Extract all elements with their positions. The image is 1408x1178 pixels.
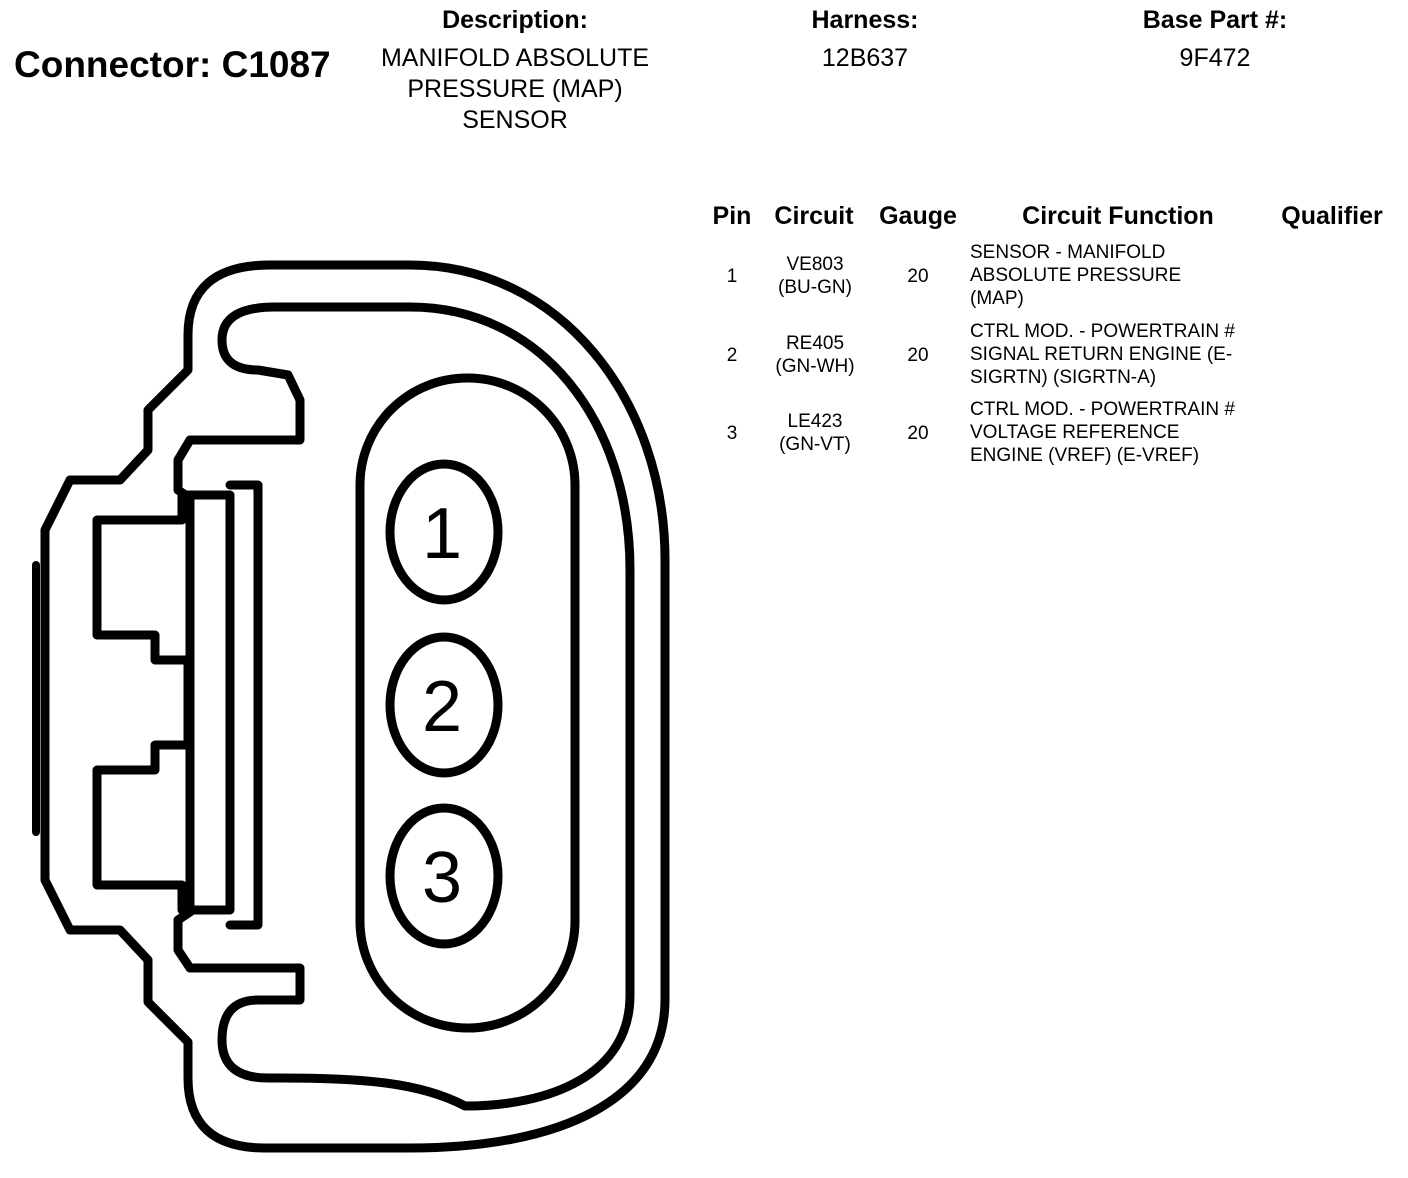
circuit-color: (BU-GN) bbox=[778, 277, 852, 298]
latch-bar bbox=[32, 561, 49, 836]
pin-cell: 2 bbox=[726, 345, 738, 366]
pin-2-label: 2 bbox=[422, 667, 462, 747]
column-header-function: Circuit Function bbox=[1022, 202, 1214, 230]
column-header-pin: Pin bbox=[712, 202, 752, 230]
description-line: PRESSURE (MAP) bbox=[407, 75, 623, 103]
base-part-value: 9F472 bbox=[1179, 44, 1251, 72]
function-line: VOLTAGE REFERENCE bbox=[970, 422, 1180, 443]
pin-3-label: 3 bbox=[422, 838, 462, 918]
function-cell: CTRL MOD. - POWERTRAIN # SIGNAL RETURN E… bbox=[970, 320, 1270, 389]
circuit-cell: LE423 (GN-VT) bbox=[755, 410, 875, 456]
pin-3-circle bbox=[385, 803, 503, 949]
pin-2-circle bbox=[385, 632, 503, 778]
harness-header: Harness: bbox=[811, 6, 919, 34]
base-part-header: Base Part #: bbox=[1142, 6, 1288, 34]
harness-value: 12B637 bbox=[821, 44, 909, 72]
column-header-qualifier: Qualifier bbox=[1281, 202, 1383, 230]
gauge-cell: 20 bbox=[907, 266, 929, 287]
function-line: ABSOLUTE PRESSURE bbox=[970, 265, 1182, 286]
gauge-cell: 20 bbox=[907, 345, 929, 366]
terminal-block bbox=[92, 490, 235, 915]
pin-1-circle bbox=[385, 459, 503, 605]
function-line: SENSOR - MANIFOLD bbox=[970, 242, 1166, 263]
pin-cell: 3 bbox=[726, 423, 738, 444]
circuit-cell: RE405 (GN-WH) bbox=[755, 332, 875, 378]
pin-cavity bbox=[355, 373, 580, 1033]
function-cell: CTRL MOD. - POWERTRAIN # VOLTAGE REFEREN… bbox=[970, 398, 1270, 467]
function-line: CTRL MOD. - POWERTRAIN # bbox=[970, 399, 1235, 420]
description-line: SENSOR bbox=[462, 106, 568, 134]
description-header: Description: bbox=[442, 6, 588, 34]
description-value: MANIFOLD ABSOLUTE PRESSURE (MAP) SENSOR bbox=[330, 43, 700, 136]
circuit-id: VE803 bbox=[786, 254, 844, 275]
connector-outer-outline bbox=[40, 260, 670, 1153]
gauge-cell: 20 bbox=[907, 423, 929, 444]
function-line: CTRL MOD. - POWERTRAIN # bbox=[970, 321, 1235, 342]
column-header-gauge: Gauge bbox=[879, 202, 957, 230]
pin-1-label: 1 bbox=[422, 494, 462, 574]
connector-inner-rim bbox=[173, 302, 635, 1111]
column-header-circuit: Circuit bbox=[774, 202, 854, 230]
circuit-id: LE423 bbox=[787, 411, 843, 432]
circuit-color: (GN-WH) bbox=[775, 356, 855, 377]
function-line: ENGINE (VREF) (E-VREF) bbox=[970, 445, 1200, 466]
connector-label: Connector: C1087 bbox=[14, 44, 331, 85]
function-line: SIGRTN) (SIGRTN-A) bbox=[970, 367, 1157, 388]
function-line: (MAP) bbox=[970, 288, 1024, 309]
circuit-id: RE405 bbox=[785, 333, 845, 354]
pin-cell: 1 bbox=[726, 266, 738, 287]
circuit-cell: VE803 (BU-GN) bbox=[755, 253, 875, 299]
terminal-block-rail bbox=[225, 480, 263, 930]
connector-diagram: 1 2 3 bbox=[32, 260, 670, 1153]
description-line: MANIFOLD ABSOLUTE bbox=[380, 44, 650, 72]
function-line: SIGNAL RETURN ENGINE (E- bbox=[970, 344, 1233, 365]
function-cell: SENSOR - MANIFOLD ABSOLUTE PRESSURE (MAP… bbox=[970, 241, 1270, 310]
circuit-color: (GN-VT) bbox=[779, 434, 851, 455]
